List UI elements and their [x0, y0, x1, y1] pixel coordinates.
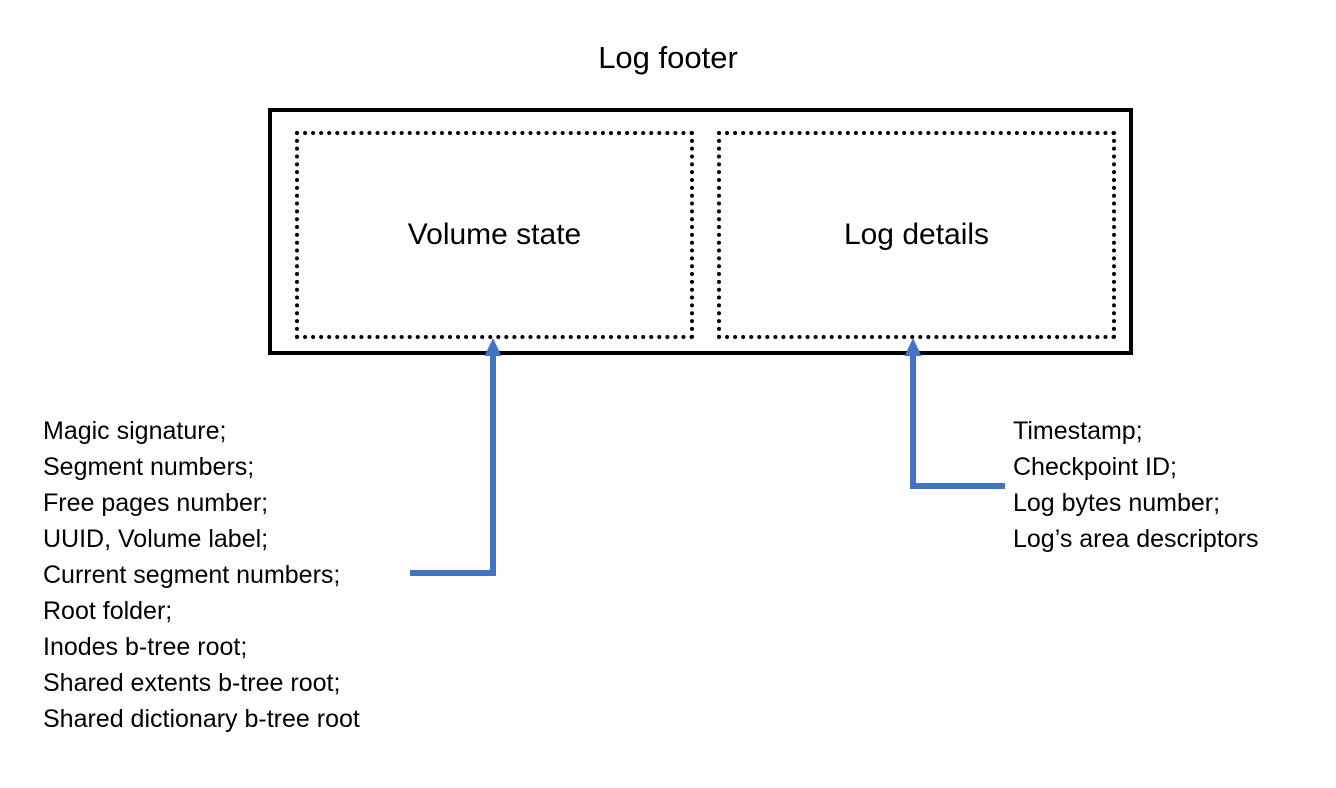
- field-line: Timestamp;: [1013, 417, 1143, 445]
- field-line: Shared dictionary b-tree root: [43, 705, 360, 733]
- section-log-details-label: Log details: [843, 218, 990, 251]
- field-line: Log bytes number;: [1013, 489, 1221, 517]
- field-line: Magic signature;: [43, 417, 227, 445]
- field-line: Checkpoint ID;: [1013, 453, 1177, 481]
- field-line: Root folder;: [43, 597, 173, 625]
- section-volume-state-label: Volume state: [407, 218, 582, 251]
- page-title: Log footer: [598, 40, 738, 75]
- volume-state-field-list: Magic signature; Segment numbers; Free p…: [43, 413, 360, 737]
- log-footer-container: Volume state Log details: [268, 108, 1133, 355]
- field-line: Log’s area descriptors: [1013, 525, 1259, 553]
- section-log-details: Log details: [717, 131, 1116, 339]
- log-details-field-list: Timestamp; Checkpoint ID; Log bytes numb…: [1013, 413, 1259, 557]
- volume-state-connector-line: [410, 352, 496, 576]
- field-line: Free pages number;: [43, 489, 269, 517]
- field-line: Current segment numbers;: [43, 561, 341, 589]
- log-details-connector-line: [910, 352, 1005, 489]
- log-details-connector-arrow: [904, 338, 1005, 489]
- volume-state-connector-arrow: [410, 338, 502, 576]
- field-line: Segment numbers;: [43, 453, 255, 481]
- field-line: Shared extents b-tree root;: [43, 669, 341, 697]
- section-volume-state: Volume state: [295, 131, 694, 339]
- field-line: UUID, Volume label;: [43, 525, 269, 553]
- field-line: Inodes b-tree root;: [43, 633, 248, 661]
